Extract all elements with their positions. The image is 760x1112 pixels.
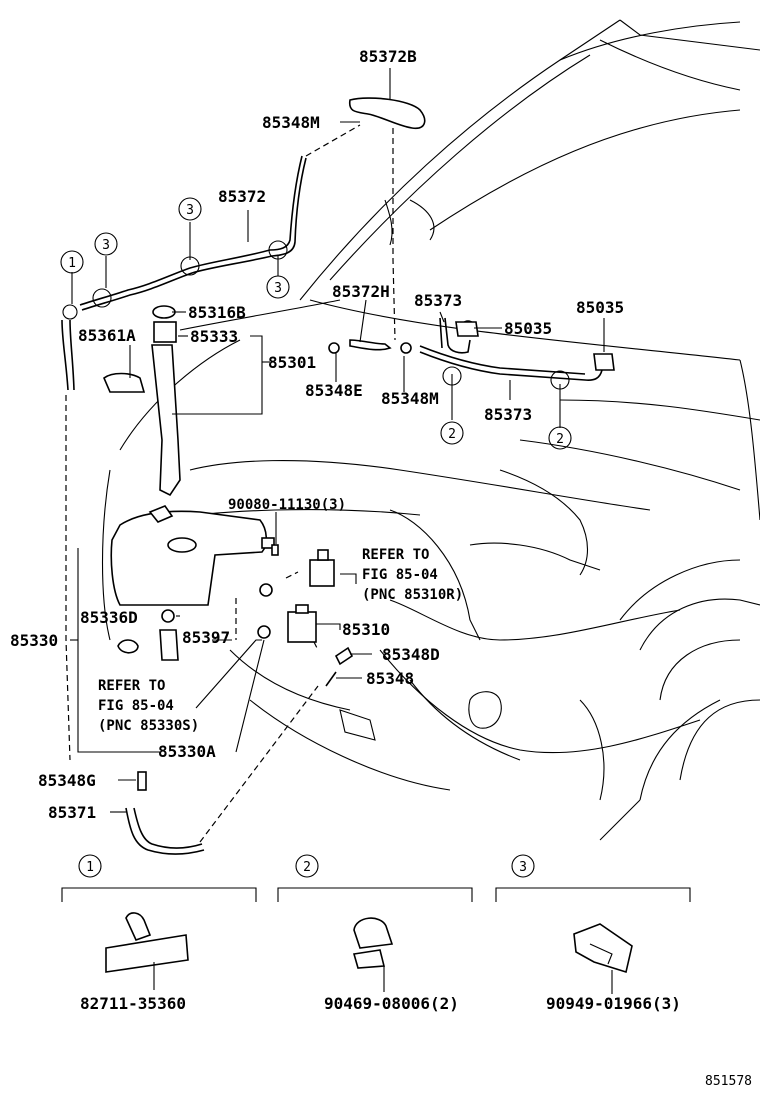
legend-callout-1: 1 [86,860,94,875]
label-85348: 85348 [366,669,414,688]
label-85372H: 85372H [332,282,390,301]
callout-1-label: 1 [68,256,76,271]
label-85301: 85301 [268,353,316,372]
figure-id: 851578 [705,1074,752,1089]
label-85333: 85333 [190,327,238,346]
callout-2-label: 2 [448,427,456,442]
hose-85373 [419,317,603,381]
callout-3-label: 3 [102,238,110,253]
hose-85371 [125,807,205,855]
label-85397: 85397 [182,628,230,647]
refer1-line3: (PNC 85310R) [362,587,463,603]
left-hose [61,319,75,391]
label-85373-top: 85373 [414,291,462,310]
routing-lines [65,128,396,843]
callout-3-label: 3 [186,203,194,218]
hose-85372 [79,124,361,311]
label-85348E: 85348E [305,381,363,400]
refer1-line1: REFER TO [362,547,429,563]
label-85035-b: 85035 [576,298,624,317]
hose-85372B [348,97,426,130]
label-85348D: 85348D [382,645,440,664]
vehicle-outline [101,19,760,841]
part-labels: 85372B 85348M 85372 85316B 85361A 85333 … [10,47,624,822]
clip1-part-number: 82711-35360 [80,994,186,1013]
refer2-line3: (PNC 85330S) [98,718,199,734]
label-85330: 85330 [10,631,58,650]
label-85348M-top: 85348M [262,113,320,132]
clip-legend: 1 82711-35360 2 90469-08006(2) 3 90949-0… [61,854,691,1013]
filler-neck-85301 [151,305,181,497]
label-85336D: 85336D [80,608,138,627]
label-85372: 85372 [218,187,266,206]
label-85348M-mid: 85348M [381,389,439,408]
legend-callout-3: 3 [519,860,527,875]
label-85373-mid: 85373 [484,405,532,424]
label-85371: 85371 [48,803,96,822]
label-85361A: 85361A [78,326,136,345]
label-85348G: 85348G [38,771,96,790]
pump-parts [103,320,615,791]
label-85372B: 85372B [359,47,417,66]
clip3-part-number: 90949-01966(3) [546,994,681,1013]
label-85310: 85310 [342,620,390,639]
refer2-line2: FIG 85-04 [98,698,174,714]
legend-callout-2: 2 [303,860,311,875]
label-85035-a: 85035 [504,319,552,338]
reservoir-85330 [110,505,275,606]
label-85330A: 85330A [158,742,216,761]
leader-lines [70,68,605,813]
callout-3-label: 3 [274,281,282,296]
hose-85372H [349,339,392,351]
clamp-markers [62,240,570,390]
refer1-line2: FIG 85-04 [362,567,438,583]
callout-circles: 1 3 3 3 2 2 [60,197,572,450]
callout-2-label: 2 [556,432,564,447]
label-85316B: 85316B [188,303,246,322]
refer2-line1: REFER TO [98,678,165,694]
clip2-part-number: 90469-08006(2) [324,994,459,1013]
label-90080: 90080-11130(3) [228,497,346,513]
